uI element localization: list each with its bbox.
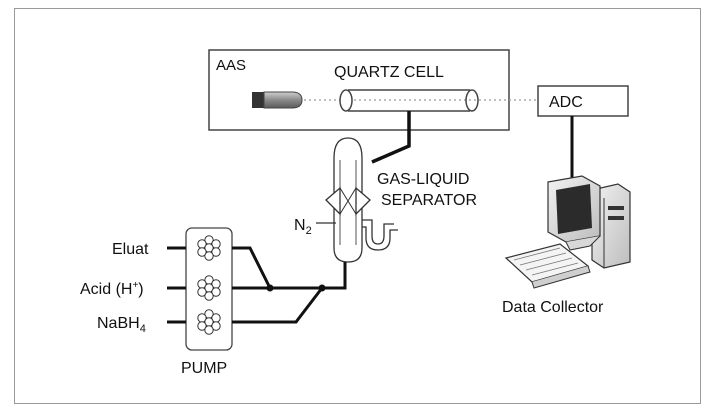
peristaltic-pump: PUMP xyxy=(181,227,233,377)
pump-roller xyxy=(197,247,207,257)
separator-label-line2: SEPARATOR xyxy=(381,192,477,209)
pump-roller xyxy=(204,325,214,335)
gas-transfer-tube xyxy=(371,111,411,164)
input-label-eluat: Eluat xyxy=(112,241,149,258)
quartz-cell-label: QUARTZ CELL xyxy=(334,64,444,81)
pump-roller xyxy=(211,247,221,257)
aas-label: AAS xyxy=(216,57,246,74)
gas-liquid-separator xyxy=(325,137,398,263)
reaction-tubing xyxy=(232,246,347,324)
separator-label-line1: GAS-LIQUID xyxy=(377,171,469,188)
quartz-cell: QUARTZ CELL xyxy=(334,64,479,112)
pump-roller xyxy=(204,291,214,301)
pump-label: PUMP xyxy=(181,360,227,377)
n2-label: N2 xyxy=(294,217,312,237)
input-label-nabh4: NaBH4 xyxy=(97,315,146,335)
pump-rollers xyxy=(197,235,221,335)
pump-roller xyxy=(197,321,207,331)
pump-roller xyxy=(211,287,221,297)
input-label-acid: Acid (H+) xyxy=(80,280,144,298)
pump-roller xyxy=(204,251,214,261)
pump-roller xyxy=(211,321,221,331)
pump-roller xyxy=(197,287,207,297)
data-collector-label: Data Collector xyxy=(502,299,604,316)
adc-label: ADC xyxy=(549,94,583,111)
computer-icon xyxy=(504,175,631,289)
adc-box: ADC xyxy=(537,85,629,117)
hollow-cathode-lamp xyxy=(252,91,303,109)
input-lines xyxy=(167,246,186,324)
